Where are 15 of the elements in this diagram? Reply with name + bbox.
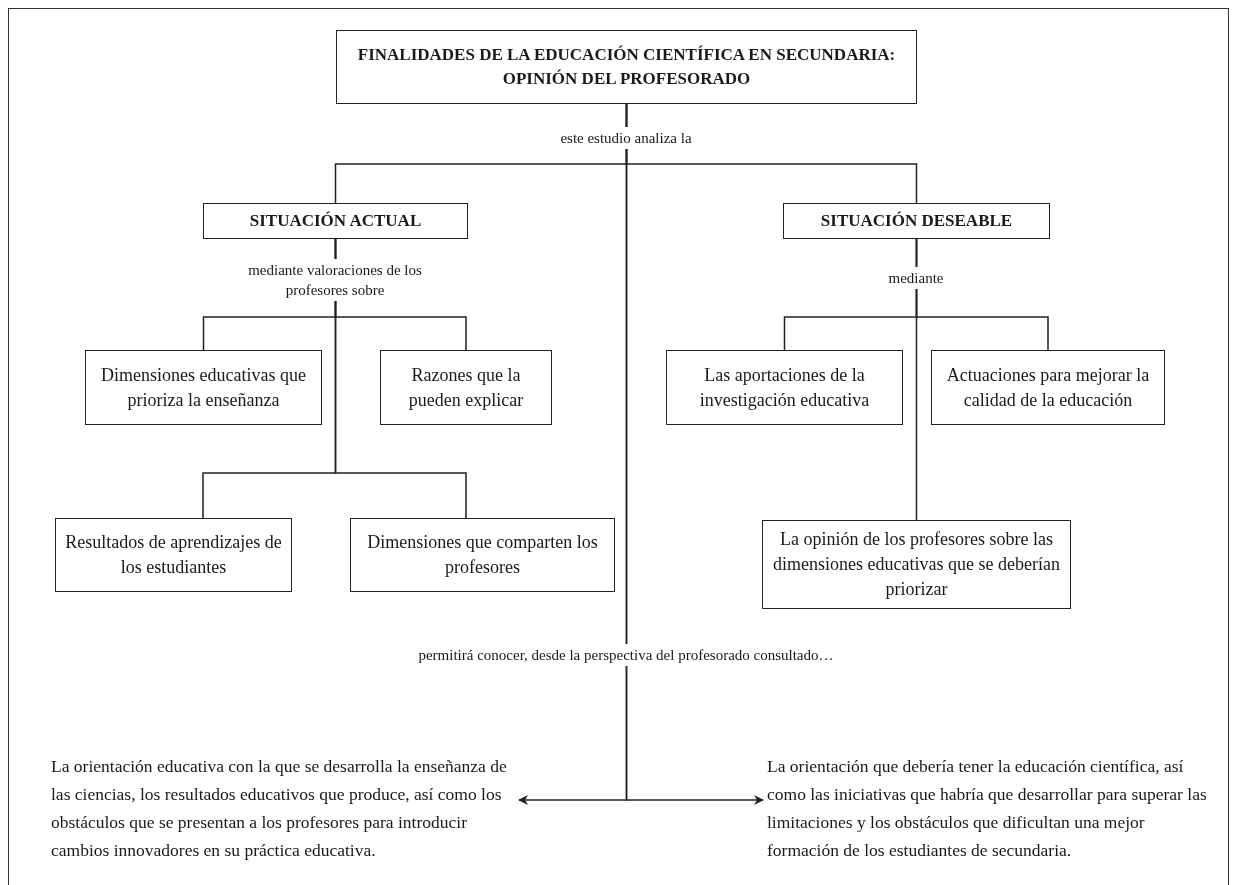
connector-line (334, 238, 467, 519)
heading-box: SITUACIÓN ACTUAL (203, 203, 468, 239)
heading-box: FINALIDADES DE LA EDUCACIÓN CIENTÍFICA EN SECUNDARIA: OPINIÓN DEL PROFESORADO (336, 30, 917, 104)
concept-box: Las aportaciones de la investigación educativa (666, 350, 903, 425)
concept-box: La opinión de los profesores sobre las dimensiones educativas que se deberían priorizar (762, 520, 1071, 609)
concept-box: Dimensiones educativas que prioriza la enseñanza (85, 350, 322, 425)
concept-box: Dimensiones que comparten los profesores (350, 518, 615, 592)
connector-line (915, 238, 918, 521)
concept-box: Resultados de aprendizajes de los estudiantes (55, 518, 292, 592)
paragraph: La orientación que debería tener la educación científica, así como las iniciativas que habría que desarrollar para superar las limitaciones y los obstáculos que dificultan una mejor formación de los estudiantes de secundaria. (767, 755, 1208, 862)
heading-box: SITUACIÓN DESEABLE (783, 203, 1050, 239)
paragraph: La orientación educativa con la que se desarrolla la enseñanza de las ciencias, los resultados educativos que produce, así como los obstáculos que se presentan a los profesores para introducir cambios innovadores en su práctica educativa. (51, 755, 508, 862)
concept-box: Actuaciones para mejorar la calidad de la educación (931, 350, 1165, 425)
arrow (625, 103, 764, 805)
concept-box: Razones que la pueden explicar (380, 350, 552, 425)
